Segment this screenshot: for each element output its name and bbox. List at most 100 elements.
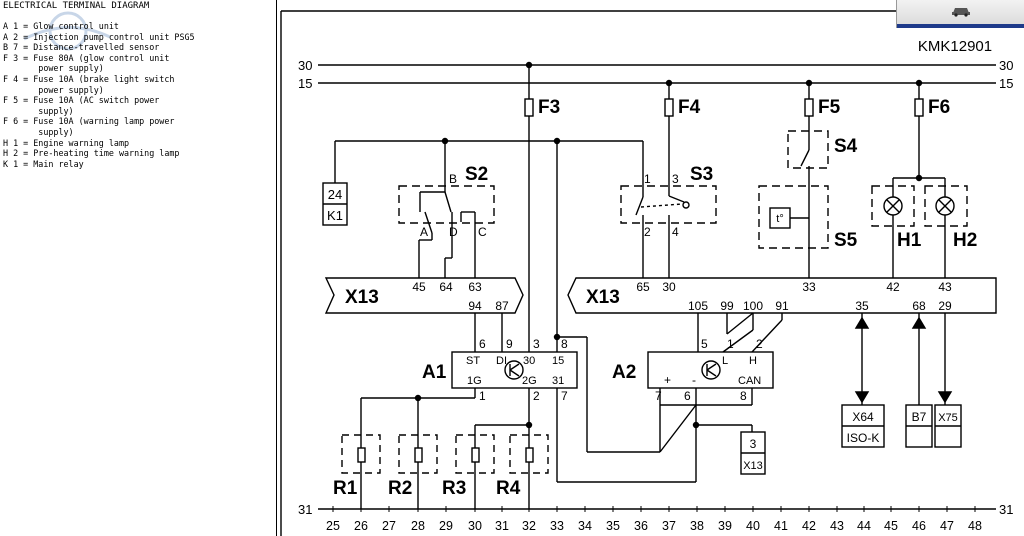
box-x64-label: X64 [852, 410, 874, 424]
fuse-f4-label: F4 [678, 97, 701, 118]
x13-small-top: 3 [750, 437, 757, 451]
a2-plus: + [664, 373, 671, 387]
s2-pin-d: D [449, 225, 458, 239]
diagram-ref: KMK12901 [918, 38, 992, 55]
fuse-f6-label: F6 [928, 97, 950, 118]
grid-number: 39 [718, 519, 732, 533]
toolbar-panel[interactable] [896, 0, 1024, 28]
s3-pin-2: 2 [644, 225, 651, 239]
grid-number: 31 [495, 519, 509, 533]
legend-item: F 6 = Fuse 10A (warning lamp power [3, 116, 175, 127]
x13-small-bottom: X13 [743, 460, 763, 472]
temp-sensor-label: t° [776, 213, 783, 225]
a2-pin-5: 5 [701, 337, 708, 351]
legend-item: F 4 = Fuse 10A (brake light switch [3, 73, 175, 84]
a2-label: A2 [612, 362, 636, 383]
h1-label: H1 [897, 230, 922, 251]
a2-pin-1: 1 [727, 337, 734, 351]
legend-panel: ELECTRICAL TERMINAL DIAGRAM A 1 = Glow c… [0, 0, 276, 536]
grid-number: 46 [912, 519, 926, 533]
arrow-up-b7 [911, 316, 927, 329]
grid-number: 25 [326, 519, 340, 533]
grid-number: 47 [940, 519, 954, 533]
x13-pin-68: 68 [912, 299, 926, 313]
fuse-f3 [524, 98, 534, 117]
a2-pin-7: 7 [655, 389, 662, 403]
grid-numbers: 25 26 27 28 29 30 31 32 33 34 35 36 37 3… [326, 519, 982, 533]
grid-number: 29 [439, 519, 453, 533]
legend-item: power supply) [3, 84, 104, 95]
a1-1g: 1G [467, 375, 482, 387]
grid-number: 27 [382, 519, 396, 533]
grid-number: 28 [411, 519, 425, 533]
legend-item: H 1 = Engine warning lamp [3, 137, 130, 148]
x13-pin-105: 105 [688, 299, 708, 313]
a2-pin-8: 8 [740, 389, 747, 403]
s2-pin-a: A [420, 225, 428, 239]
resistor-r3 [455, 434, 495, 474]
grid-number: 32 [522, 519, 536, 533]
a1-label: A1 [422, 362, 447, 383]
control-unit-a1 [451, 351, 578, 389]
legend-item: supply) [3, 105, 74, 116]
x13-pin-45: 45 [412, 280, 426, 294]
a2-pin-2: 2 [756, 337, 763, 351]
legend-item: K 1 = Main relay [3, 158, 84, 169]
legend-item: power supply) [3, 63, 104, 74]
a1-st: ST [466, 355, 480, 367]
car-icon[interactable] [951, 3, 971, 17]
grid-number: 37 [662, 519, 676, 533]
a2-l: L [722, 355, 728, 367]
a2-h: H [749, 355, 757, 367]
relay-bottom-label: K1 [327, 208, 343, 223]
x13-pin-65: 65 [636, 280, 650, 294]
a1-pin-1: 1 [479, 389, 486, 403]
legend-item: H 2 = Pre-heating time warning lamp [3, 148, 180, 159]
switch-s2 [398, 185, 495, 224]
box-b7-label: B7 [912, 410, 927, 424]
resistor-r2 [398, 434, 438, 474]
legend-title: ELECTRICAL TERMINAL DIAGRAM [3, 1, 150, 11]
x13-pin-91: 91 [775, 299, 789, 313]
grid-number: 36 [634, 519, 648, 533]
fuse-f6 [914, 98, 924, 117]
s3-pin-4: 4 [672, 225, 679, 239]
legend-item: supply) [3, 126, 74, 137]
s5-label: S5 [834, 230, 858, 251]
connector-x13-left [324, 277, 524, 314]
switch-s4 [787, 130, 829, 169]
a1-pin-7: 7 [561, 389, 568, 403]
rail-31-right: 31 [999, 502, 1013, 517]
grid-number: 44 [857, 519, 871, 533]
s3-pin-1: 1 [644, 172, 651, 186]
s2-label: S2 [465, 164, 488, 185]
grid-number: 41 [774, 519, 788, 533]
x13-pin-35: 35 [855, 299, 869, 313]
x13-pin-94: 94 [468, 299, 482, 313]
x13-pin-30: 30 [662, 280, 676, 294]
rail-30-right: 30 [999, 58, 1013, 73]
fuse-f5-label: F5 [818, 97, 841, 118]
grid-number: 38 [690, 519, 704, 533]
legend-item: F 3 = Fuse 80A (glow control unit [3, 52, 170, 63]
s2-pin-c: C [478, 225, 487, 239]
box-isok-label: ISO-K [847, 431, 880, 445]
rail-30-left: 30 [298, 58, 312, 73]
x13-pin-42: 42 [886, 280, 900, 294]
a1-pin-9: 9 [506, 337, 513, 351]
grid-number: 26 [354, 519, 368, 533]
rail-15-right: 15 [999, 76, 1013, 91]
legend-item: A 1 = Glow control unit [3, 21, 119, 31]
grid-number: 45 [884, 519, 898, 533]
r1-label: R1 [333, 478, 358, 499]
x13-pin-100: 100 [743, 299, 763, 313]
s2-pin-b: B [449, 172, 457, 186]
resistor-r4 [509, 434, 549, 474]
control-unit-a2 [647, 351, 774, 389]
legend-item: A 2 = Injection pump control unit PSG5 [3, 31, 195, 42]
a1-15: 15 [552, 355, 564, 367]
legend-item: B 7 = Distance-travelled sensor [3, 42, 160, 53]
grid-number: 48 [968, 519, 982, 533]
connector-x13-right [567, 277, 997, 314]
r3-label: R3 [442, 478, 466, 499]
